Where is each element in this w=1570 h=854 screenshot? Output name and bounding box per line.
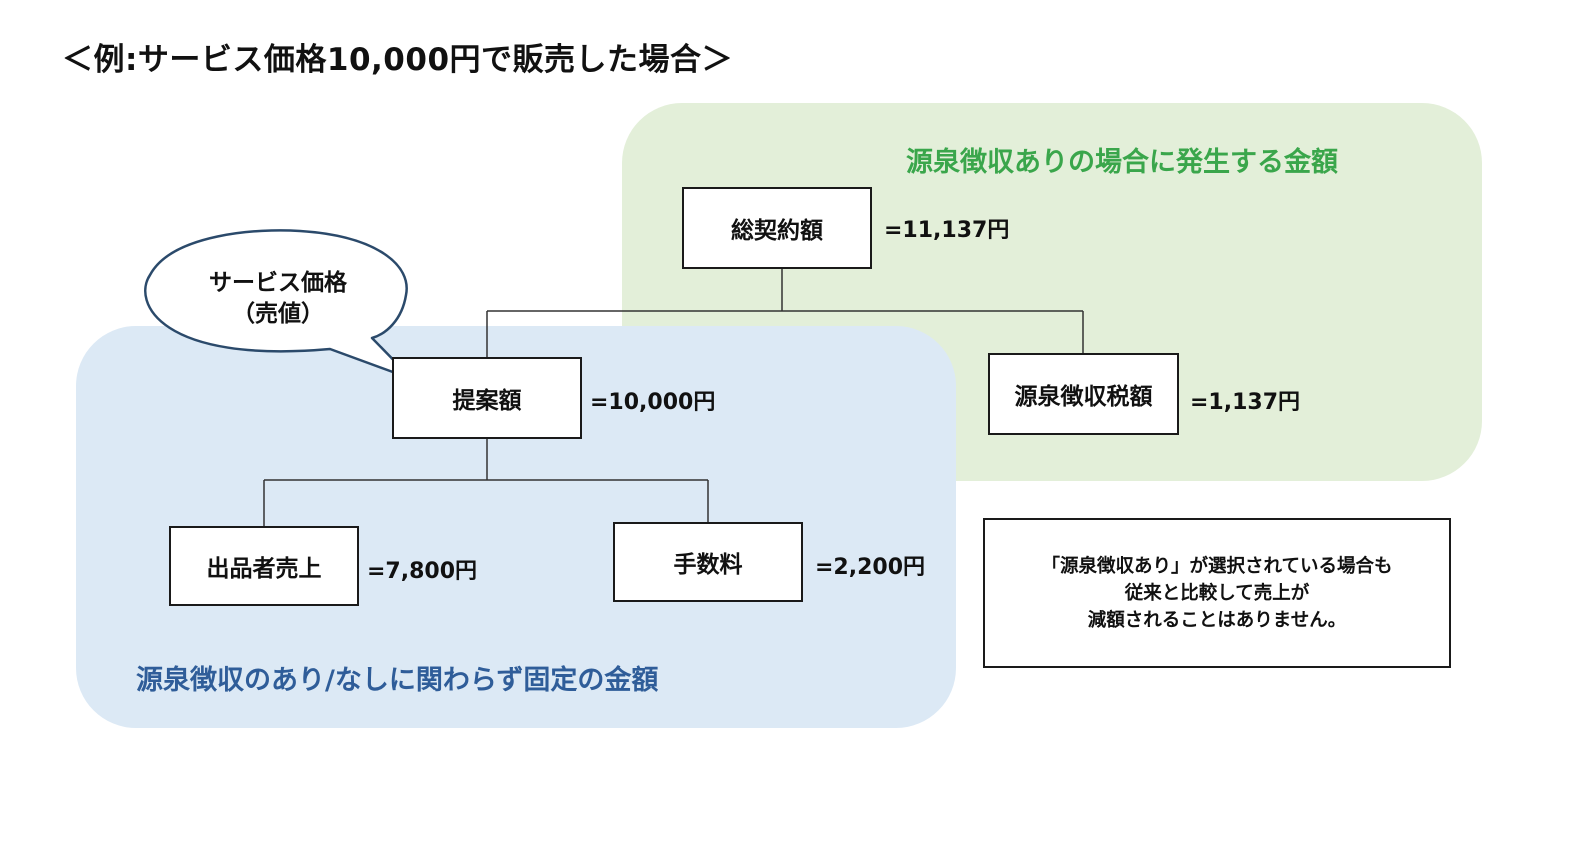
seller-sales-label: 出品者売上 xyxy=(206,556,322,582)
proposal-box: 提案額 xyxy=(392,357,582,439)
proposal-label: 提案額 xyxy=(452,388,522,414)
fee-label: 手数料 xyxy=(673,552,743,578)
withholding-region-label: 源泉徴収ありの場合に発生する金額 xyxy=(906,147,1338,178)
fixed-amount-region-label: 源泉徴収のあり/なしに関わらず固定の金額 xyxy=(136,665,659,696)
seller-sales-box: 出品者売上 xyxy=(169,526,359,606)
withholding-tax-box: 源泉徴収税額 xyxy=(988,353,1179,435)
proposal-amount: =10,000円 xyxy=(590,390,716,415)
withholding-tax-amount: =1,137円 xyxy=(1190,390,1301,415)
callout-bubble-shape xyxy=(144,229,414,381)
callout-line-1: サービス価格 xyxy=(209,270,347,296)
note-line-3: 減額されることはありません。 xyxy=(1087,609,1347,631)
withholding-tax-label: 源泉徴収税額 xyxy=(1014,384,1153,410)
total-contract-amount: =11,137円 xyxy=(884,218,1010,243)
note-line-1: 「源泉徴収あり」が選択されている場合も xyxy=(1041,555,1393,577)
seller-sales-amount: =7,800円 xyxy=(367,559,478,584)
fee-box: 手数料 xyxy=(613,522,803,602)
total-contract-label: 総契約額 xyxy=(731,218,823,244)
note-box: 「源泉徴収あり」が選択されている場合も 従来と比較して売上が 減額されることはあ… xyxy=(983,518,1451,668)
page-title: ＜例:サービス価格10,000円で販売した場合＞ xyxy=(62,42,734,78)
note-line-2: 従来と比較して売上が xyxy=(1124,582,1310,604)
callout-line-2: （売値） xyxy=(232,301,324,327)
callout-text: サービス価格 （売値） xyxy=(150,268,406,330)
fee-amount: =2,200円 xyxy=(815,555,926,580)
total-contract-box: 総契約額 xyxy=(682,187,872,269)
